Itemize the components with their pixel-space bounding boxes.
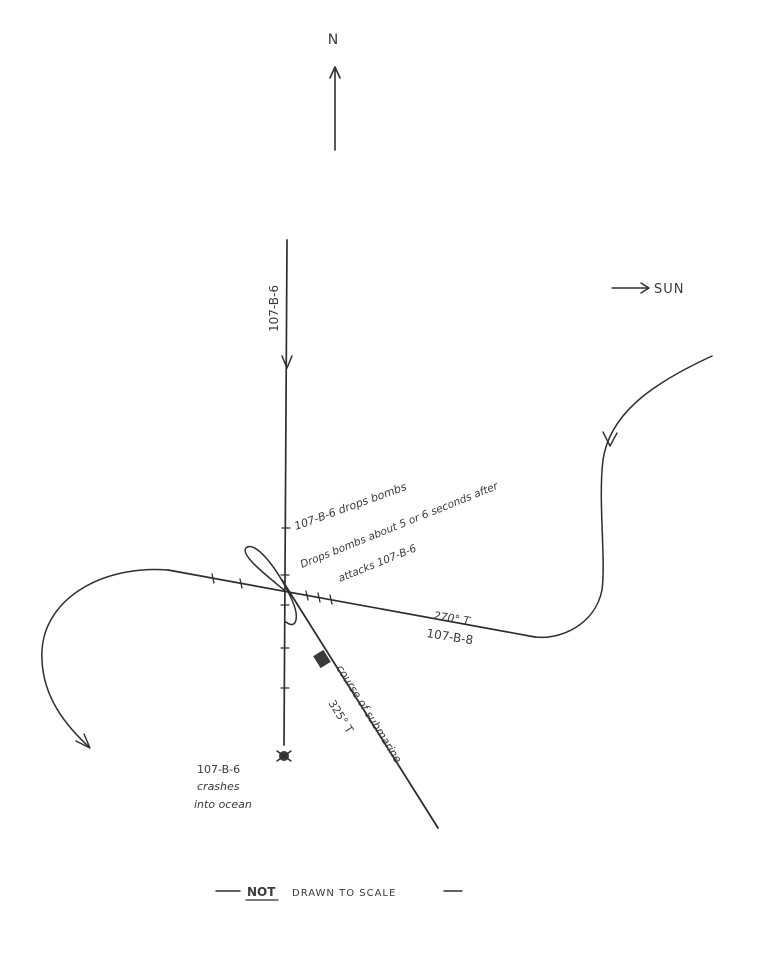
sun-label: SUN — [654, 282, 685, 297]
not-word: NOT — [247, 885, 276, 899]
plane-107-b-8-track: 270° T 107-B-8 — [41, 355, 713, 749]
crash-marker — [276, 750, 292, 762]
heading-270-label: 270° T — [433, 609, 473, 628]
submarine-course: 325° T course of submarine — [281, 579, 439, 829]
crash-label-line-3: into ocean — [194, 798, 252, 811]
north-arrow: N — [328, 32, 341, 151]
plane-107-b-6-track: 107-B-6 — [267, 239, 293, 746]
maneuver-loop — [244, 545, 298, 626]
plane-107-b-8-label: 107-B-8 — [426, 626, 475, 647]
crash-label: 107-B-6 crashes into ocean — [194, 763, 252, 811]
crash-label-line-2: crashes — [197, 780, 240, 793]
north-label: N — [328, 32, 338, 48]
crash-label-line-1: 107-B-6 — [197, 763, 240, 776]
not-to-scale-note: NOT DRAWN TO SCALE — [215, 885, 463, 901]
sun-indicator: SUN — [611, 282, 685, 297]
plane-107-b-6-top-label: 107-B-6 — [267, 285, 281, 332]
course-325-label: 325° T — [325, 698, 356, 736]
drawn-to-scale-text: DRAWN TO SCALE — [292, 888, 396, 899]
